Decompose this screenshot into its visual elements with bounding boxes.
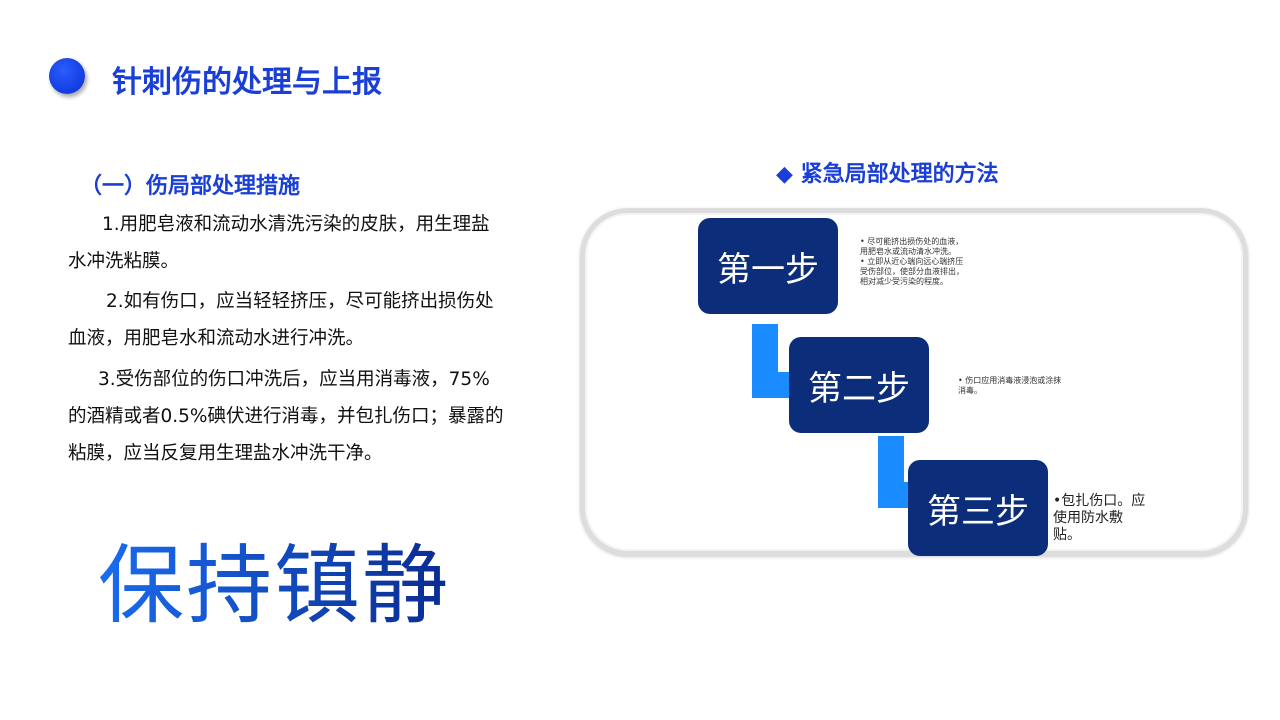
diamond-icon: ◆ bbox=[776, 162, 801, 187]
calm-slogan: 保持镇静 bbox=[98, 515, 450, 640]
right-heading: ◆ 紧急局部处理的方法 bbox=[776, 156, 999, 188]
paragraph-2: 2.如有伤口，应当轻轻挤压，尽可能挤出损伤处血液，用肥皂水和流动水进行冲洗。 bbox=[68, 291, 494, 349]
step-1-note-1: • 尽可能挤出损伤处的血液，用肥皂水或流动清水冲洗。 bbox=[860, 237, 964, 256]
section-heading: （一）伤局部处理措施 bbox=[80, 174, 301, 199]
step-1-notes: • 尽可能挤出损伤处的血液，用肥皂水或流动清水冲洗。 • 立即从近心端向远心端挤… bbox=[860, 237, 964, 287]
step-2-notes: • 伤口应用消毒液浸泡或涂抹消毒。 bbox=[958, 376, 1062, 395]
title-bullet-icon bbox=[49, 58, 85, 94]
step-1-box: 第一步 bbox=[698, 218, 838, 314]
step-3-box: 第三步 bbox=[908, 460, 1048, 556]
right-heading-text: 紧急局部处理的方法 bbox=[800, 162, 999, 187]
step-2-box: 第二步 bbox=[789, 337, 929, 433]
paragraph-3: 3.受伤部位的伤口冲洗后，应当用消毒液，75%的酒精或者0.5%碘伏进行消毒，并… bbox=[68, 369, 504, 464]
paragraph-1: 1.用肥皂液和流动水清洗污染的皮肤，用生理盐水冲洗粘膜。 bbox=[68, 214, 490, 272]
step-3-notes: •包扎伤口。应使用防水敷贴。 bbox=[1053, 493, 1146, 543]
page-title: 针刺伤的处理与上报 bbox=[112, 65, 382, 100]
step-1-note-2: • 立即从近心端向远心端挤压受伤部位，使部分血液排出，相对减少受污染的程度。 bbox=[860, 257, 964, 286]
